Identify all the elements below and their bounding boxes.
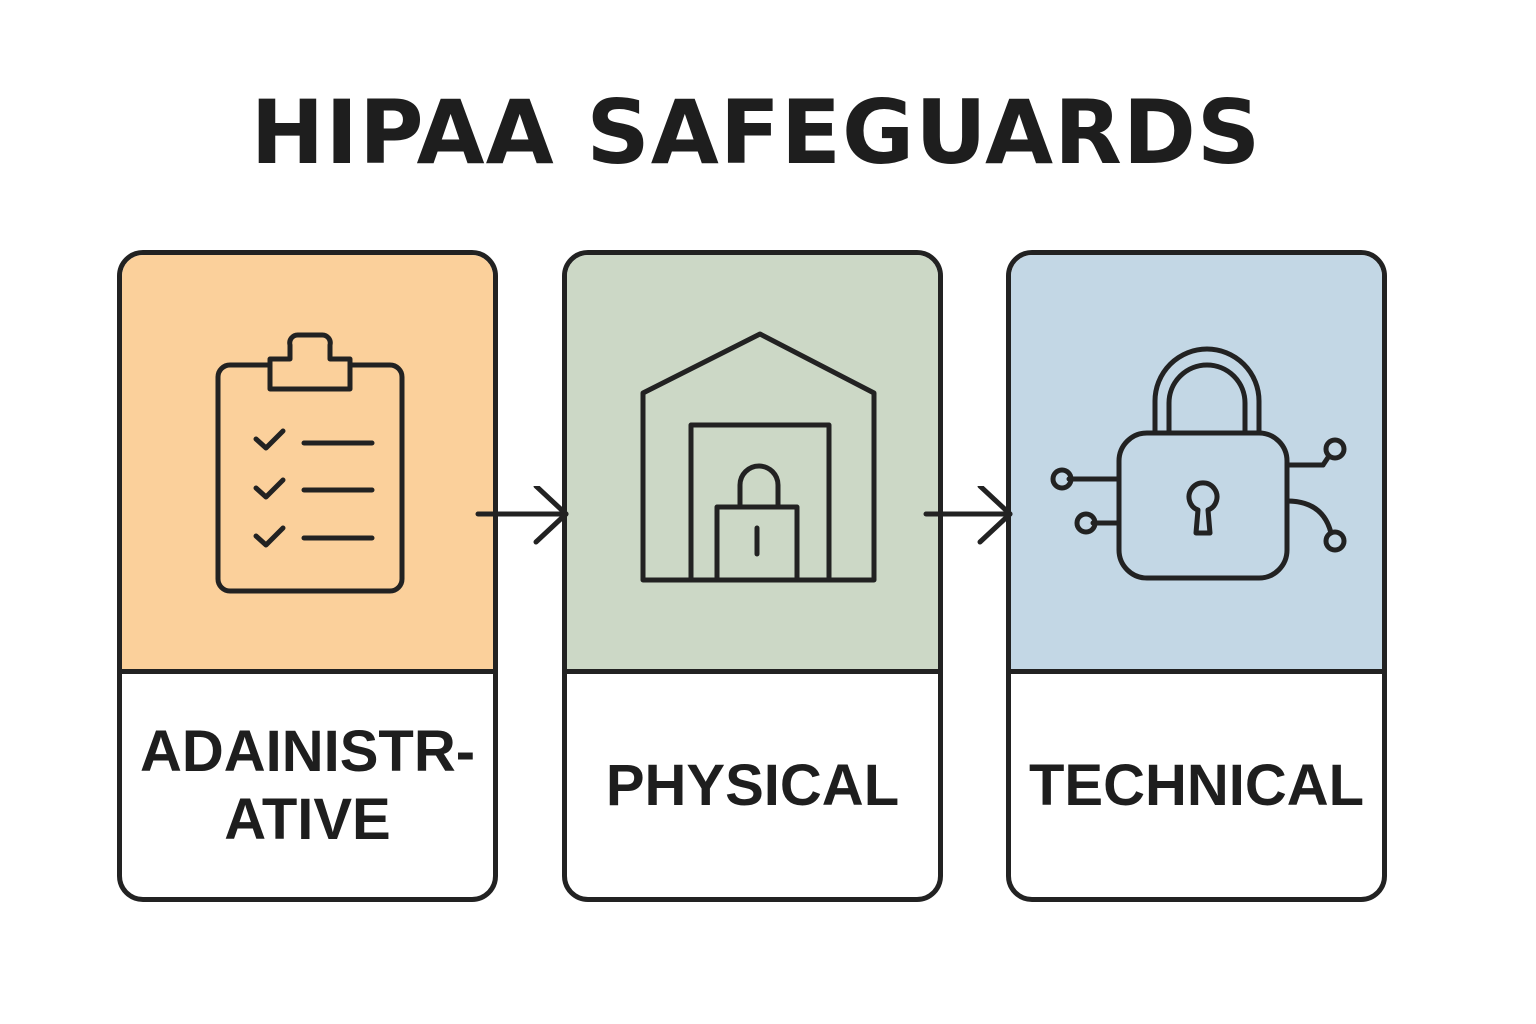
- building-lock-icon: [640, 331, 877, 583]
- right-arrow-icon: [475, 486, 569, 545]
- card-administrative: ADAINISTR- ATIVE: [117, 250, 498, 902]
- card-physical-art: [567, 255, 938, 674]
- card-technical: TECHNICAL: [1006, 250, 1387, 902]
- card-technical-label: TECHNICAL: [1028, 752, 1365, 818]
- diagram-title: HIPAA SAFEGUARDS: [250, 81, 1262, 184]
- clipboard-checklist-icon: [215, 332, 405, 594]
- card-physical-label: PHYSICAL: [605, 752, 900, 818]
- card-physical: PHYSICAL: [562, 250, 943, 902]
- card-administrative-art: [122, 255, 493, 674]
- digital-padlock-icon: [1050, 346, 1347, 581]
- card-administrative-label: ADAINISTR- ATIVE: [139, 718, 476, 852]
- card-technical-art: [1011, 255, 1382, 674]
- right-arrow-icon: [923, 486, 1013, 545]
